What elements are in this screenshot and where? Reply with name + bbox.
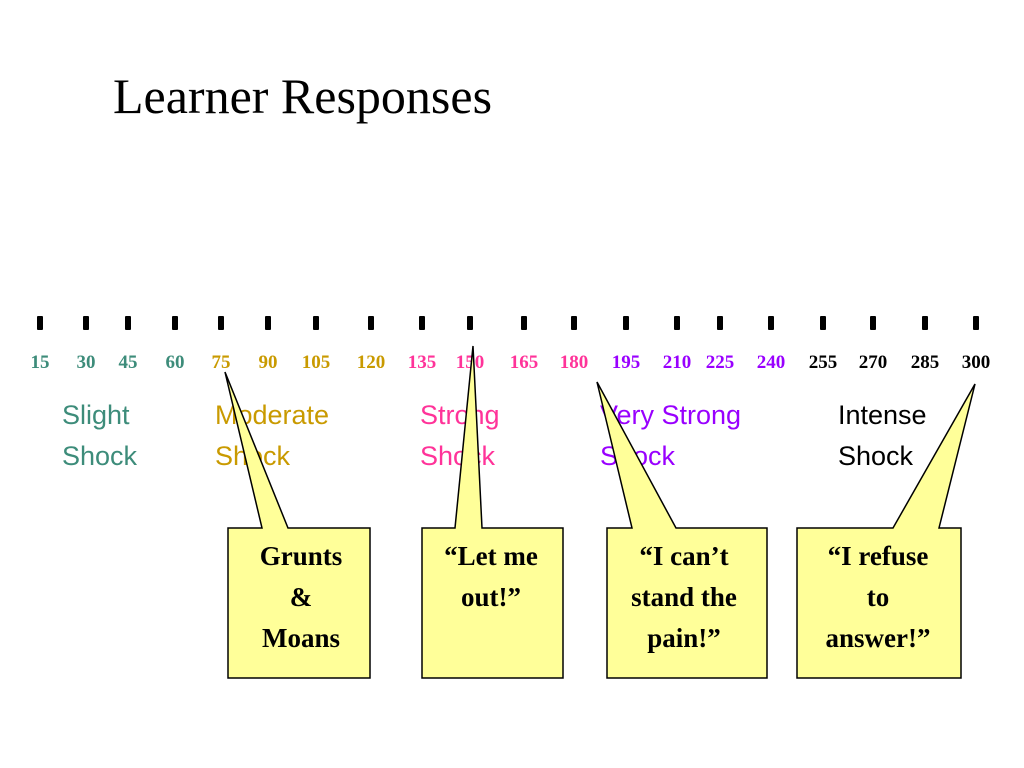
category-line2: Shock: [838, 441, 914, 471]
scale-tick: [218, 316, 224, 330]
scale-tick: [125, 316, 131, 330]
callout-grunts-moans: Grunts & Moans: [228, 536, 374, 659]
callout-box-let-me-out: [421, 345, 564, 679]
voltage-label: 120: [356, 352, 386, 373]
category-line2: Shock: [62, 441, 138, 471]
callout-box-refuse: [796, 383, 976, 679]
callout-line: &: [289, 582, 313, 612]
voltage-label: 300: [961, 352, 991, 373]
category-line1: Very Strong: [600, 400, 742, 430]
callout-line: “Let me: [444, 541, 538, 571]
category-slight-shock: Slight Shock: [62, 395, 137, 477]
category-line2: Shock: [420, 441, 496, 471]
scale-tick: [674, 316, 680, 330]
callout-line: answer!”: [825, 623, 931, 653]
scale-tick: [922, 316, 928, 330]
voltage-label: 210: [662, 352, 692, 373]
voltage-label: 30: [76, 352, 96, 373]
category-line1: Slight: [62, 400, 130, 430]
callout-line: Grunts: [259, 541, 343, 571]
voltage-label: 165: [509, 352, 539, 373]
category-line1: Intense: [838, 400, 927, 430]
voltage-label: 45: [118, 352, 138, 373]
voltage-label: 195: [611, 352, 641, 373]
voltage-label: 270: [858, 352, 888, 373]
category-line1: Strong: [420, 400, 500, 430]
scale-tick: [37, 316, 43, 330]
scale-tick: [623, 316, 629, 330]
scale-tick: [820, 316, 826, 330]
callout-line: stand the: [631, 582, 737, 612]
voltage-label: 150: [455, 352, 485, 373]
voltage-label: 135: [407, 352, 437, 373]
voltage-label: 255: [808, 352, 838, 373]
category-intense-shock: Intense Shock: [838, 395, 927, 477]
voltage-label: 75: [211, 352, 231, 373]
voltage-label: 285: [910, 352, 940, 373]
scale-tick: [521, 316, 527, 330]
callout-refuse-to-answer: “I refuse to answer!”: [805, 536, 951, 659]
scale-tick: [717, 316, 723, 330]
scale-tick: [368, 316, 374, 330]
voltage-label: 180: [559, 352, 589, 373]
scale-tick: [172, 316, 178, 330]
callout-line: out!”: [461, 582, 521, 612]
scale-tick: [419, 316, 425, 330]
scale-tick: [870, 316, 876, 330]
voltage-label: 240: [756, 352, 786, 373]
scale-tick: [83, 316, 89, 330]
slide-title: Learner Responses: [113, 68, 493, 124]
callout-let-me-out: “Let me out!”: [418, 536, 564, 618]
voltage-label: 105: [301, 352, 331, 373]
category-strong-shock: Strong Shock: [420, 395, 500, 477]
voltage-label: 60: [165, 352, 185, 373]
callout-box-grunts: [224, 371, 371, 679]
scale-tick: [571, 316, 577, 330]
scale-tick: [973, 316, 979, 330]
callout-box-cant-stand: [596, 381, 768, 679]
scale-tick: [313, 316, 319, 330]
callout-line: “I can’t: [639, 541, 729, 571]
callout-line: pain!”: [647, 623, 721, 653]
callout-line: to: [866, 582, 890, 612]
scale-tick: [467, 316, 473, 330]
voltage-label: 15: [30, 352, 50, 373]
scale-tick: [768, 316, 774, 330]
voltage-label: 225: [705, 352, 735, 373]
callout-line: “I refuse: [827, 541, 929, 571]
callout-line: Moans: [261, 623, 340, 653]
voltage-label: 90: [258, 352, 278, 373]
callout-cant-stand-pain: “I can’t stand the pain!”: [611, 536, 757, 659]
scale-tick: [265, 316, 271, 330]
